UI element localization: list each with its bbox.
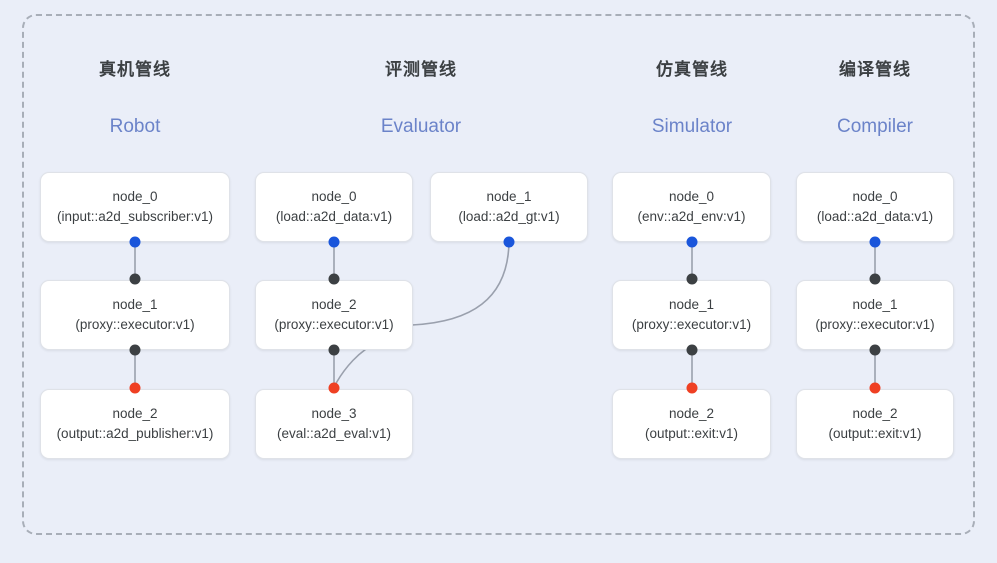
port-output-evaluator-0[interactable] [328,236,340,248]
column-compiler: 编译管线 Compiler [796,55,954,138]
node-evaluator-3[interactable]: node_3 (eval::a2d_eval:v1) [255,389,413,459]
port-output-evaluator-2[interactable] [328,344,340,356]
node-type: (output::exit:v1) [644,426,739,441]
port-output-robot-0[interactable] [129,236,141,248]
column-evaluator: 评测管线 Evaluator [341,55,501,138]
node-name: node_2 [668,406,715,422]
column-title-en-robot: Robot [109,116,161,137]
node-type: (input::a2d_subscriber:v1) [56,209,214,224]
node-name: node_1 [668,297,715,313]
node-evaluator-0[interactable]: node_0 (load::a2d_data:v1) [255,172,413,242]
node-name: node_2 [112,406,158,422]
port-output-compiler-0[interactable] [869,236,881,248]
node-name: node_0 [852,189,898,205]
node-compiler-0[interactable]: node_0 (load::a2d_data:v1) [796,172,954,242]
port-input-simulator-1[interactable] [686,273,698,285]
column-simulator: 仿真管线 Simulator [612,55,772,138]
node-simulator-1[interactable]: node_1 (proxy::executor:v1) [612,280,771,350]
node-type: (env::a2d_env:v1) [637,209,746,224]
node-name: node_0 [311,189,357,205]
pipeline-diagram-frame [22,14,975,535]
node-type: (eval::a2d_eval:v1) [276,426,392,441]
node-name: node_1 [486,189,532,205]
port-input-evaluator-2[interactable] [328,273,340,285]
node-type: (proxy::executor:v1) [631,317,752,332]
node-type: (proxy::executor:v1) [75,317,195,332]
column-title-en-compiler: Compiler [836,116,914,137]
node-name: node_1 [852,297,898,313]
node-name: node_2 [852,406,898,422]
node-type: (load::a2d_data:v1) [816,209,934,224]
node-evaluator-1[interactable]: node_1 (load::a2d_gt:v1) [430,172,588,242]
node-name: node_1 [112,297,158,313]
port-output-evaluator-1[interactable] [503,236,515,248]
port-input-compiler-1[interactable] [869,273,881,285]
node-simulator-2[interactable]: node_2 (output::exit:v1) [612,389,771,459]
column-title-cn-compiler: 编译管线 [839,60,911,79]
node-robot-2[interactable]: node_2 (output::a2d_publisher:v1) [40,389,230,459]
node-name: node_3 [311,406,357,422]
column-title-cn-simulator: 仿真管线 [656,60,728,79]
port-input-evaluator-3[interactable] [328,382,340,394]
port-input-simulator-2[interactable] [686,382,698,394]
node-compiler-1[interactable]: node_1 (proxy::executor:v1) [796,280,954,350]
node-robot-0[interactable]: node_0 (input::a2d_subscriber:v1) [40,172,230,242]
node-type: (output::exit:v1) [828,426,922,441]
port-input-robot-1[interactable] [129,273,141,285]
port-output-simulator-1[interactable] [686,344,698,356]
node-evaluator-2[interactable]: node_2 (proxy::executor:v1) [255,280,413,350]
node-type: (load::a2d_data:v1) [275,209,393,224]
node-robot-1[interactable]: node_1 (proxy::executor:v1) [40,280,230,350]
node-compiler-2[interactable]: node_2 (output::exit:v1) [796,389,954,459]
node-simulator-0[interactable]: node_0 (env::a2d_env:v1) [612,172,771,242]
column-title-cn-robot: 真机管线 [99,60,171,79]
column-title-en-evaluator: Evaluator [380,116,462,137]
port-output-compiler-1[interactable] [869,344,881,356]
column-title-cn-evaluator: 评测管线 [385,60,457,79]
node-type: (output::a2d_publisher:v1) [56,426,214,441]
column-robot: 真机管线 Robot [55,55,215,138]
port-input-robot-2[interactable] [129,382,141,394]
node-name: node_0 [668,189,715,205]
node-name: node_2 [311,297,357,313]
node-type: (load::a2d_gt:v1) [458,209,560,224]
node-type: (proxy::executor:v1) [815,317,935,332]
column-title-en-simulator: Simulator [651,116,733,137]
port-input-compiler-2[interactable] [869,382,881,394]
port-output-simulator-0[interactable] [686,236,698,248]
node-name: node_0 [112,189,158,205]
port-output-robot-1[interactable] [129,344,141,356]
node-type: (proxy::executor:v1) [274,317,394,332]
